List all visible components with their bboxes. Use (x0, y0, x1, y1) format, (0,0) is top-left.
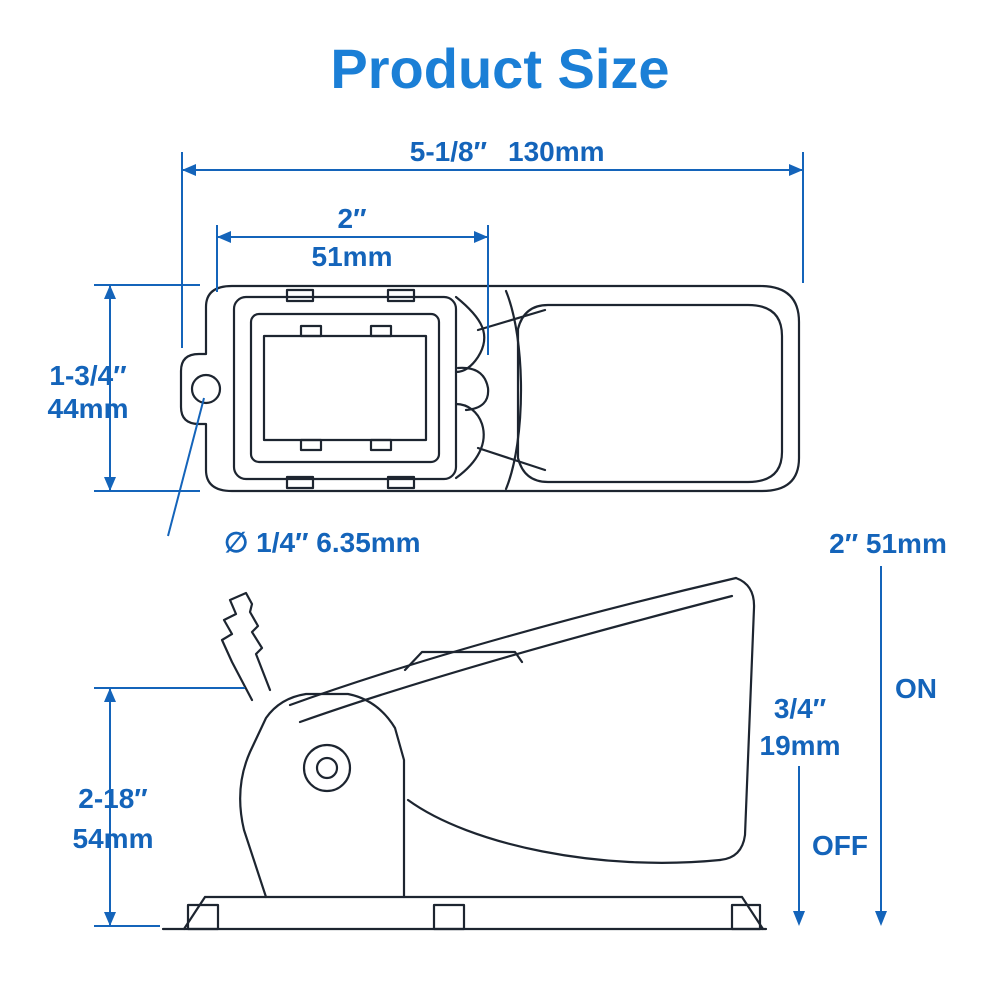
dim-off-height-inch: 3/4″ (774, 693, 826, 724)
dim-off-height-mm: 19mm (760, 730, 841, 761)
clamp-frame-mid (249, 312, 441, 464)
pedal-front-edge (504, 289, 523, 491)
on-label: ON (895, 673, 937, 704)
top-view-drawing (179, 284, 801, 493)
clamp-frame-outer (232, 295, 458, 481)
dim-body-height-mm: 44mm (48, 393, 129, 424)
pedal-arm-top-inner (298, 594, 734, 724)
dim-pedal-height-inch: 2-18″ (78, 783, 147, 814)
clamp-opening (262, 334, 428, 442)
pedal-inner-contour (516, 303, 784, 484)
pedal-step-tab (403, 650, 524, 672)
hinge-pivot-inner (315, 756, 339, 780)
base-foot (432, 903, 466, 931)
cable-connector (220, 591, 272, 702)
page-title: Product Size (330, 37, 669, 100)
pedal-arm-end (718, 576, 756, 862)
mounting-hole (190, 373, 222, 405)
pedal-arm-top (288, 576, 738, 707)
side-view-dimensions: 2-18″ 54mm 2″ 51mm ON 3/4″ 19mm OFF (73, 528, 947, 927)
dim-overall-width-mm: 130mm (508, 136, 605, 167)
base-foot (730, 903, 762, 931)
hinge-pinch (454, 295, 486, 374)
top-view-body-outline (179, 284, 801, 493)
side-view-drawing (161, 576, 768, 931)
top-view-dimensions: 5-1/8″ 130mm 2″ 51mm 1-3/4″ 44mm ∅ 1/4″ … (48, 136, 804, 558)
dim-hole-diameter: ∅ 1/4″ 6.35mm (224, 527, 421, 558)
off-label: OFF (812, 830, 868, 861)
dim-overall-width-inch: 5-1/8″ (410, 136, 487, 167)
dim-on-height: 2″ 51mm (829, 528, 947, 559)
dim-body-height-inch: 1-3/4″ (49, 360, 126, 391)
dim-slot-width-inch: 2″ (338, 203, 367, 234)
hinge-pivot-outer (302, 743, 352, 793)
switch-body (239, 692, 406, 899)
latch-hook (456, 366, 490, 412)
base-foot (186, 903, 220, 931)
base-plate (182, 895, 765, 931)
pedal-arm-bottom (406, 798, 722, 864)
dim-slot-width-mm: 51mm (312, 241, 393, 272)
dim-pedal-height-mm: 54mm (73, 823, 154, 854)
